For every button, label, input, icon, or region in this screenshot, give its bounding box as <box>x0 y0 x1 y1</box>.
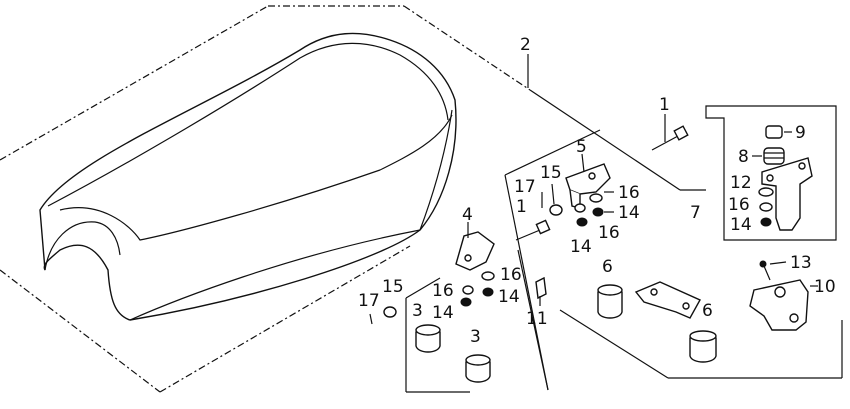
callout-1-lower: 1 <box>516 197 527 217</box>
callout-8: 8 <box>738 147 749 167</box>
part-3-cushion-a <box>415 324 441 353</box>
part-9-cap <box>765 125 783 139</box>
callout-17-lower: 17 <box>358 291 380 311</box>
callout-17-upper: 17 <box>514 177 536 197</box>
callout-16-a: 16 <box>618 183 640 203</box>
callout-16-d: 16 <box>500 265 522 285</box>
callout-6-b: 6 <box>702 301 713 321</box>
callout-15-lower: 15 <box>382 277 404 297</box>
bolt-1-lower <box>515 219 551 241</box>
part-15-17-left <box>369 306 397 325</box>
callout-4: 4 <box>462 205 473 225</box>
part-4-bracket <box>455 231 495 271</box>
seat-drawing <box>39 32 457 321</box>
base-plate <box>634 281 701 319</box>
part-6-cushion-b <box>689 330 717 363</box>
callout-5: 5 <box>576 137 587 157</box>
callout-16-b: 16 <box>728 195 750 215</box>
leader-lines <box>467 54 818 306</box>
center-fasteners <box>541 192 604 227</box>
callout-16-c: 16 <box>598 223 620 243</box>
callout-10: 10 <box>814 277 836 297</box>
callout-13: 13 <box>790 253 812 273</box>
callout-7: 7 <box>690 203 701 223</box>
callout-16-e: 16 <box>432 281 454 301</box>
callout-14-d: 14 <box>498 287 520 307</box>
assembly-7-box <box>705 105 837 241</box>
part-lock-body <box>761 157 813 231</box>
callout-3-a: 3 <box>412 301 423 321</box>
part-10-lock <box>749 279 809 331</box>
callout-9: 9 <box>795 123 806 143</box>
part-3-cushion-b <box>465 354 491 383</box>
frame-lines <box>0 5 843 393</box>
callout-2: 2 <box>520 35 531 55</box>
part-8-bushing <box>763 147 785 165</box>
callout-11: 11 <box>526 309 548 329</box>
callout-14-c: 14 <box>570 237 592 257</box>
washers-right <box>758 187 774 227</box>
callout-14-a: 14 <box>618 203 640 223</box>
part-6-cushion-a <box>597 284 623 319</box>
callout-3-b: 3 <box>470 327 481 347</box>
bolt-1-upper <box>651 125 689 151</box>
part-5-bracket <box>565 163 611 209</box>
callout-14-b: 14 <box>730 215 752 235</box>
part-13-screw <box>759 260 771 281</box>
callout-15-upper: 15 <box>540 163 562 183</box>
callout-1-upper: 1 <box>659 95 670 115</box>
callout-12: 12 <box>730 173 752 193</box>
left-fasteners <box>460 271 547 307</box>
callout-labels: 2 1 9 8 5 15 17 16 12 14 1 16 7 16 14 4 … <box>358 35 836 347</box>
callout-6-a: 6 <box>602 257 613 277</box>
callout-14-e: 14 <box>432 303 454 323</box>
